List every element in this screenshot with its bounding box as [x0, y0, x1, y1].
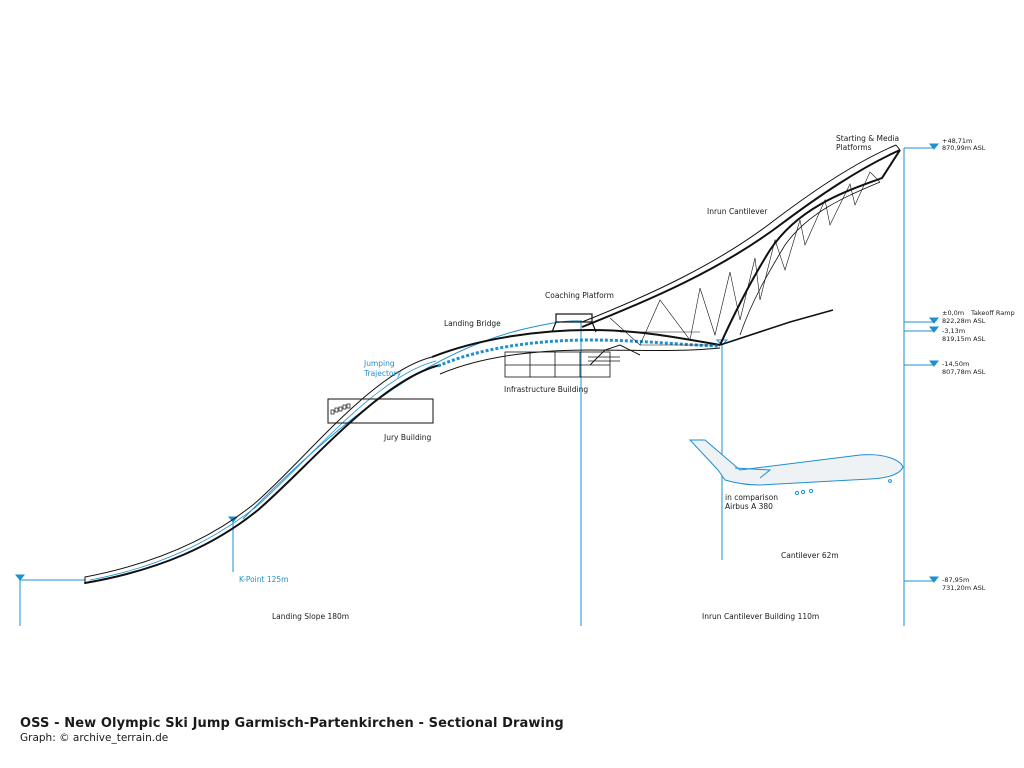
label-comparison-line1: in comparison: [725, 493, 778, 502]
terrain-line: [719, 309, 834, 346]
label-landing-slope: Landing Slope 180m: [272, 612, 349, 621]
ground-marker-left: [14, 574, 26, 581]
level-1-asl: 870,99m ASL: [942, 144, 986, 152]
graph-credit: Graph: © archive_terrain.de: [20, 732, 169, 744]
level-2-rel: ±0,0m: [942, 309, 964, 317]
dimension-lines: [19, 148, 905, 626]
landing-bridge: [431, 328, 721, 375]
label-inrun-cantilever: Inrun Cantilever: [707, 207, 768, 216]
label-landing-bridge: Landing Bridge: [444, 319, 501, 328]
footer: OSS - New Olympic Ski Jump Garmisch-Part…: [20, 716, 564, 744]
label-infrastructure-building: Infrastructure Building: [504, 385, 588, 394]
level-4-asl: 807,78m ASL: [942, 368, 986, 376]
level-labels: +48,71m 870,99m ASL ±0,0m Takeoff Ramp 8…: [942, 137, 1015, 592]
cantilever-truss: [609, 171, 881, 346]
level-marker-2: [928, 317, 940, 324]
level-2-note: Takeoff Ramp: [970, 309, 1015, 317]
label-starting-platforms-line1: Starting & Media: [836, 134, 899, 143]
jury-building: [327, 398, 434, 424]
level-1-rel: +48,71m: [942, 137, 972, 145]
label-jury-building: Jury Building: [383, 433, 432, 442]
level-marker-5: [928, 576, 940, 583]
label-jumping-trajectory-line2: Trajectory: [363, 369, 402, 378]
label-comparison-line2: Airbus A 380: [725, 502, 773, 511]
level-marker-4: [928, 360, 940, 367]
airbus-silhouette: [688, 439, 904, 496]
level-marker-3: [928, 326, 940, 333]
landing-slope: [84, 356, 441, 584]
label-cantilever-62: Cantilever 62m: [781, 551, 839, 560]
level-3-asl: 819,15m ASL: [942, 335, 986, 343]
level-4-rel: -14,50m: [942, 360, 969, 368]
label-k-point: K-Point 125m: [239, 575, 288, 584]
level-2-asl: 822,28m ASL: [942, 317, 986, 325]
level-5-rel: -87,95m: [942, 576, 969, 584]
jumping-trajectory: [242, 320, 583, 520]
level-3-rel: -3,13m: [942, 327, 965, 335]
label-jumping-trajectory-line1: Jumping: [363, 359, 395, 368]
level-marker-1: [928, 143, 940, 150]
label-coaching-platform: Coaching Platform: [545, 291, 614, 300]
inrun-cantilever: [581, 144, 901, 346]
label-inrun-building: Inrun Cantilever Building 110m: [702, 612, 819, 621]
level-5-asl: 731,20m ASL: [942, 584, 986, 592]
level-markers: [14, 143, 940, 583]
label-starting-platforms-line2: Platforms: [836, 143, 872, 152]
drawing-title: OSS - New Olympic Ski Jump Garmisch-Part…: [20, 716, 564, 731]
infrastructure-building: [504, 344, 641, 378]
